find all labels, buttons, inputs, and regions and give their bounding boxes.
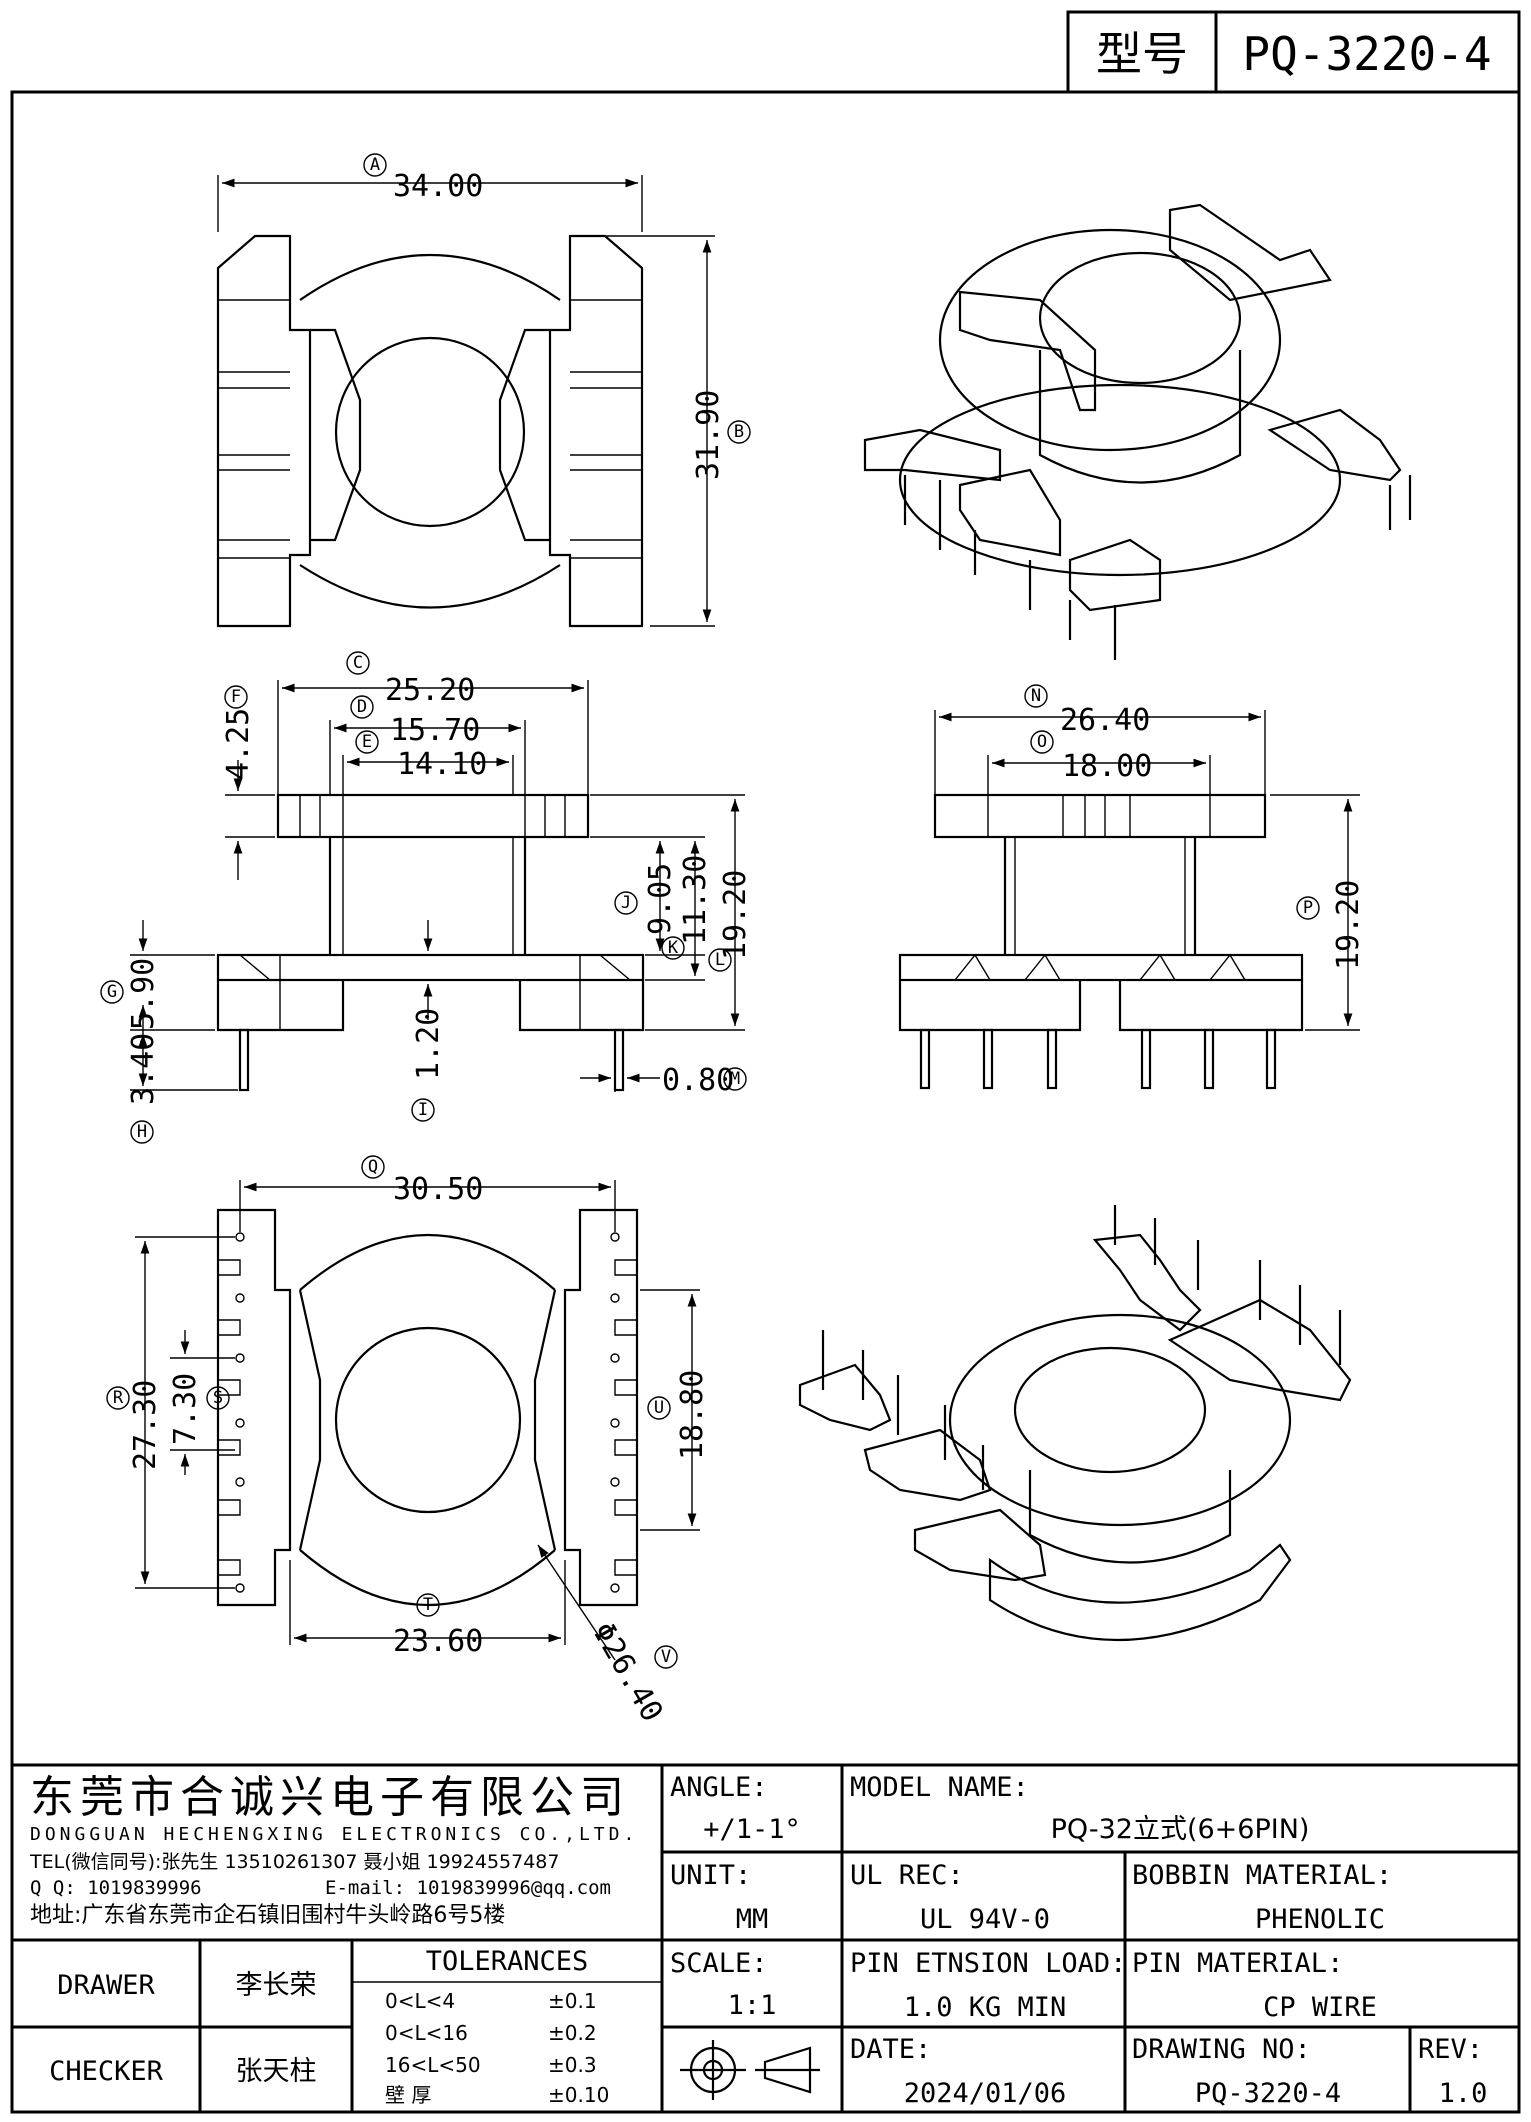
dim-A-value: 34.00 — [393, 169, 483, 204]
tolerance-value: ±0.2 — [548, 2021, 597, 2045]
dim-F-letter: F — [231, 687, 241, 707]
rev-value: 1.0 — [1439, 2078, 1488, 2109]
isometric-view-bottom — [798, 1205, 1352, 1642]
tolerance-range: 16<L<50 — [385, 2053, 481, 2077]
dim-S-letter: S — [213, 1388, 223, 1408]
scale-value: 1:1 — [728, 1990, 777, 2021]
dim-C-letter: C — [353, 653, 363, 673]
date-label: DATE: — [850, 2034, 931, 2065]
dim-I-letter: I — [418, 1100, 428, 1120]
dim-E-value: 14.10 — [397, 747, 487, 782]
pin-load-value: 1.0 KG MIN — [904, 1992, 1067, 2023]
model-name-label: MODEL NAME: — [850, 1772, 1029, 1803]
dim-U-letter: U — [654, 1398, 664, 1418]
dim-B-letter: B — [734, 422, 744, 442]
dim-A-letter: A — [370, 155, 380, 175]
tolerance-range: 0<L<16 — [385, 2021, 468, 2045]
drawing-no-label: DRAWING NO: — [1132, 2034, 1311, 2065]
tolerance-value: ±0.3 — [548, 2053, 597, 2077]
drawer-label: DRAWER — [57, 1970, 155, 2001]
date-value: 2024/01/06 — [904, 2078, 1067, 2109]
dim-K-letter: K — [668, 938, 679, 958]
unit-value: MM — [736, 1904, 769, 1935]
top-view: 34.00 A 31.90 B — [216, 153, 751, 628]
tolerances-title: TOLERANCES — [426, 1946, 589, 1977]
dim-T-value: 23.60 — [393, 1624, 483, 1659]
company-qq: Q Q: 1019839996 — [30, 1877, 202, 1899]
model-value: PQ-3220-4 — [1242, 27, 1491, 81]
projection-symbol-icon — [680, 2040, 820, 2100]
dim-R-letter: R — [113, 1388, 124, 1408]
dim-D-letter: D — [357, 697, 367, 717]
dim-U-value: 18.80 — [675, 1370, 710, 1460]
company-tel: TEL(微信同号):张先生 13510261307 聂小姐 1992455748… — [29, 1851, 560, 1873]
dim-K-value: 11.30 — [678, 855, 713, 945]
dim-V-letter: V — [661, 1647, 671, 1667]
dim-M-value: 0.80 — [662, 1063, 734, 1098]
side-view: 26.40 N 18.00 O 19.20 P — [898, 684, 1366, 1090]
dim-H-value: 3.40 — [126, 1033, 161, 1105]
drawer-value: 李长荣 — [236, 1970, 317, 2001]
dim-E-letter: E — [362, 732, 372, 752]
dim-H-letter: H — [137, 1122, 147, 1142]
pin-material-value: CP WIRE — [1263, 1992, 1377, 2023]
scale-label: SCALE: — [670, 1948, 768, 1979]
dim-P-letter: P — [1303, 898, 1313, 918]
tolerance-range: 0<L<4 — [385, 1989, 455, 2013]
model-name-value: PQ-32立式(6+6PIN) — [1051, 1814, 1310, 1845]
checker-label: CHECKER — [49, 2056, 164, 2087]
dim-J-letter: J — [621, 893, 631, 913]
model-label: 型号 — [1096, 27, 1188, 81]
dim-B-value: 31.90 — [691, 390, 726, 480]
dim-D-value: 15.70 — [390, 713, 480, 748]
company-name-en: DONGGUAN HECHENGXING ELECTRONICS CO.,LTD… — [30, 1824, 638, 1845]
dim-C-value: 25.20 — [385, 673, 475, 708]
dim-N-letter: N — [1031, 686, 1041, 706]
company-email: E-mail: 1019839996@qq.com — [325, 1877, 611, 1899]
dim-G-value: 5.90 — [126, 958, 161, 1030]
bobbin-material-label: BOBBIN MATERIAL: — [1132, 1860, 1392, 1891]
angle-label: ANGLE: — [670, 1772, 768, 1803]
tolerance-value: ±0.1 — [548, 1989, 597, 2013]
tolerance-range: 壁 厚 — [385, 2083, 431, 2107]
outer-frame — [10, 90, 1521, 2114]
dim-Q-letter: Q — [368, 1157, 378, 1177]
rev-label: REV: — [1418, 2034, 1483, 2065]
dim-F-value: 4.25 — [221, 708, 256, 780]
dim-P-value: 19.20 — [1331, 880, 1366, 970]
dim-O-value: 18.00 — [1062, 749, 1152, 784]
company-address: 地址:广东省东莞市企石镇旧围村牛头岭路6号5楼 — [30, 1903, 505, 1928]
bottom-view: 30.50 Q 27.30 R 7.30 S 18.80 U 23.60 T Φ… — [106, 1155, 710, 1728]
dim-T-letter: T — [423, 1595, 433, 1615]
unit-label: UNIT: — [670, 1860, 751, 1891]
pin-load-label: PIN ETNSION LOAD: — [850, 1948, 1126, 1979]
front-view: 25.20 C 15.70 D 14.10 E 4.25 F 5.90 G 3.… — [100, 651, 753, 1144]
checker-value: 张天柱 — [236, 2056, 317, 2087]
tolerances-table: 0<L<4 ±0.1 0<L<16 ±0.2 16<L<50 ±0.3 壁 厚 … — [385, 1989, 609, 2107]
pin-material-label: PIN MATERIAL: — [1132, 1948, 1343, 1979]
title-block: 东莞市合诚兴电子有限公司 DONGGUAN HECHENGXING ELECTR… — [12, 1763, 1519, 2112]
dim-I-value: 1.20 — [411, 1008, 446, 1080]
ul-label: UL REC: — [850, 1860, 964, 1891]
dim-R-value: 27.30 — [128, 1380, 163, 1470]
isometric-view-top — [863, 203, 1412, 660]
dim-J-value: 9.05 — [643, 863, 678, 935]
dim-Q-value: 30.50 — [393, 1172, 483, 1207]
dim-V-value: Φ26.40 — [585, 1617, 669, 1728]
company-name-cn: 东莞市合诚兴电子有限公司 — [30, 1772, 630, 1823]
dim-L-letter: L — [715, 950, 725, 970]
drawing-no-value: PQ-3220-4 — [1195, 2078, 1341, 2109]
dim-M-letter: M — [730, 1069, 740, 1089]
tolerance-value: ±0.10 — [548, 2083, 609, 2107]
header-model-box: 型号 PQ-3220-4 — [1066, 10, 1521, 94]
dim-G-letter: G — [107, 982, 117, 1002]
ul-value: UL 94V-0 — [920, 1904, 1050, 1935]
bobbin-material-value: PHENOLIC — [1255, 1904, 1385, 1935]
dim-O-letter: O — [1037, 732, 1047, 752]
angle-value: +/1-1° — [703, 1814, 801, 1845]
dim-N-value: 26.40 — [1060, 703, 1150, 738]
dim-S-value: 7.30 — [168, 1373, 203, 1445]
dim-L-value: 19.20 — [718, 870, 753, 960]
